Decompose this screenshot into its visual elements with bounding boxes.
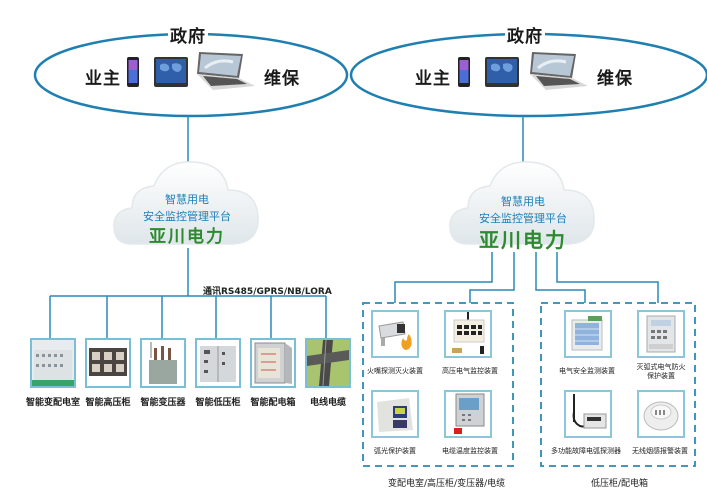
right-label-maintenance: 维保 — [595, 64, 635, 89]
distribution-box-icon — [252, 340, 294, 386]
endpoint-label: 电线电缆 — [309, 398, 346, 408]
left-cloud-brand: 亚川电力 — [149, 227, 225, 247]
high-voltage-cabinet-icon — [87, 340, 129, 386]
arc-fire-protection-icon — [639, 312, 683, 356]
item-label: 电缆温度监控装置 — [442, 447, 498, 455]
item-arc-fire-protection-thumb — [637, 310, 685, 358]
tablet-icon — [153, 56, 189, 92]
right-cloud-line1: 智慧用电 — [501, 195, 545, 208]
right-label-government: 政府 — [505, 22, 545, 47]
fire-camera-icon — [373, 312, 417, 356]
left-label-government: 政府 — [168, 22, 208, 47]
group-caption-substation: 变配电室/高压柜/变压器/电缆 — [388, 479, 506, 489]
item-arc-protection-thumb — [371, 390, 419, 438]
item-label: 保护装置 — [647, 372, 675, 380]
arc-protection-icon — [373, 392, 417, 436]
phone-icon — [457, 56, 471, 92]
endpoint-label: 智能变压器 — [140, 398, 186, 408]
item-label: 无线烟感报警装置 — [632, 447, 688, 455]
item-label: 电气安全监测装置 — [559, 367, 615, 375]
item-cable-temp-monitor-thumb — [444, 390, 492, 438]
phone-icon — [126, 56, 140, 92]
right-cloud-brand: 亚川电力 — [479, 228, 567, 252]
endpoint-transformer-thumb — [140, 338, 186, 388]
endpoint-label: 智能低压柜 — [195, 398, 241, 408]
laptop-icon — [193, 50, 257, 96]
endpoint-label: 智能配电箱 — [250, 398, 296, 408]
group-box-substation — [362, 302, 514, 467]
item-label: 灭弧式电气防火 — [636, 363, 686, 371]
endpoint-distribution-box-thumb — [250, 338, 296, 388]
endpoint-switchgear-room-thumb — [30, 338, 76, 388]
low-voltage-cabinet-icon — [197, 340, 239, 386]
right-platform-cloud — [448, 156, 598, 251]
group-box-low-voltage — [540, 302, 696, 467]
transformer-icon — [142, 340, 184, 386]
item-fire-camera-thumb — [371, 310, 419, 358]
endpoint-hv-cabinet-thumb — [85, 338, 131, 388]
item-arc-fault-detector-thumb — [564, 390, 612, 438]
right-drop-1 — [394, 252, 493, 303]
item-label: 弧光保护装置 — [374, 447, 416, 455]
arc-fault-detector-icon — [566, 392, 610, 436]
right-cloud-line2: 安全监控管理平台 — [479, 212, 567, 225]
endpoint-lv-cabinet-thumb — [195, 338, 241, 388]
left-platform-cloud — [112, 156, 262, 251]
endpoint-label: 智能高压柜 — [85, 398, 131, 408]
switchgear-room-icon — [32, 340, 74, 386]
left-label-maintenance: 维保 — [262, 64, 302, 89]
smoke-detector-icon — [639, 392, 683, 436]
left-cloud-line2: 安全监控管理平台 — [143, 210, 231, 223]
right-drop-3 — [535, 252, 586, 303]
item-label: 高压电气监控装置 — [442, 367, 498, 375]
hv-monitor-icon — [446, 312, 490, 356]
cable-icon — [307, 340, 349, 386]
right-label-owner: 业主 — [413, 64, 453, 89]
item-smoke-detector-thumb — [637, 390, 685, 438]
item-hv-monitor-thumb — [444, 310, 492, 358]
right-drop-4 — [556, 252, 659, 303]
cable-temp-monitor-icon — [446, 392, 490, 436]
comm-protocol-label: 通讯RS485/GPRS/NB/LORA — [203, 287, 332, 297]
item-label: 多功能故障电弧探测器 — [551, 447, 621, 455]
item-label: 火嘴探测灭火装置 — [367, 367, 423, 375]
left-label-owner: 业主 — [83, 64, 123, 89]
endpoint-cable-thumb — [305, 338, 351, 388]
item-electrical-safety-monitor-thumb — [564, 310, 612, 358]
electrical-safety-monitor-icon — [566, 312, 610, 356]
left-cloud-line1: 智慧用电 — [165, 193, 209, 206]
endpoint-label: 智能变配电室 — [25, 398, 80, 408]
group-caption-low-voltage: 低压柜/配电箱 — [591, 479, 649, 489]
tablet-icon — [484, 56, 520, 92]
laptop-icon — [526, 50, 590, 96]
right-drop-2 — [469, 252, 515, 303]
